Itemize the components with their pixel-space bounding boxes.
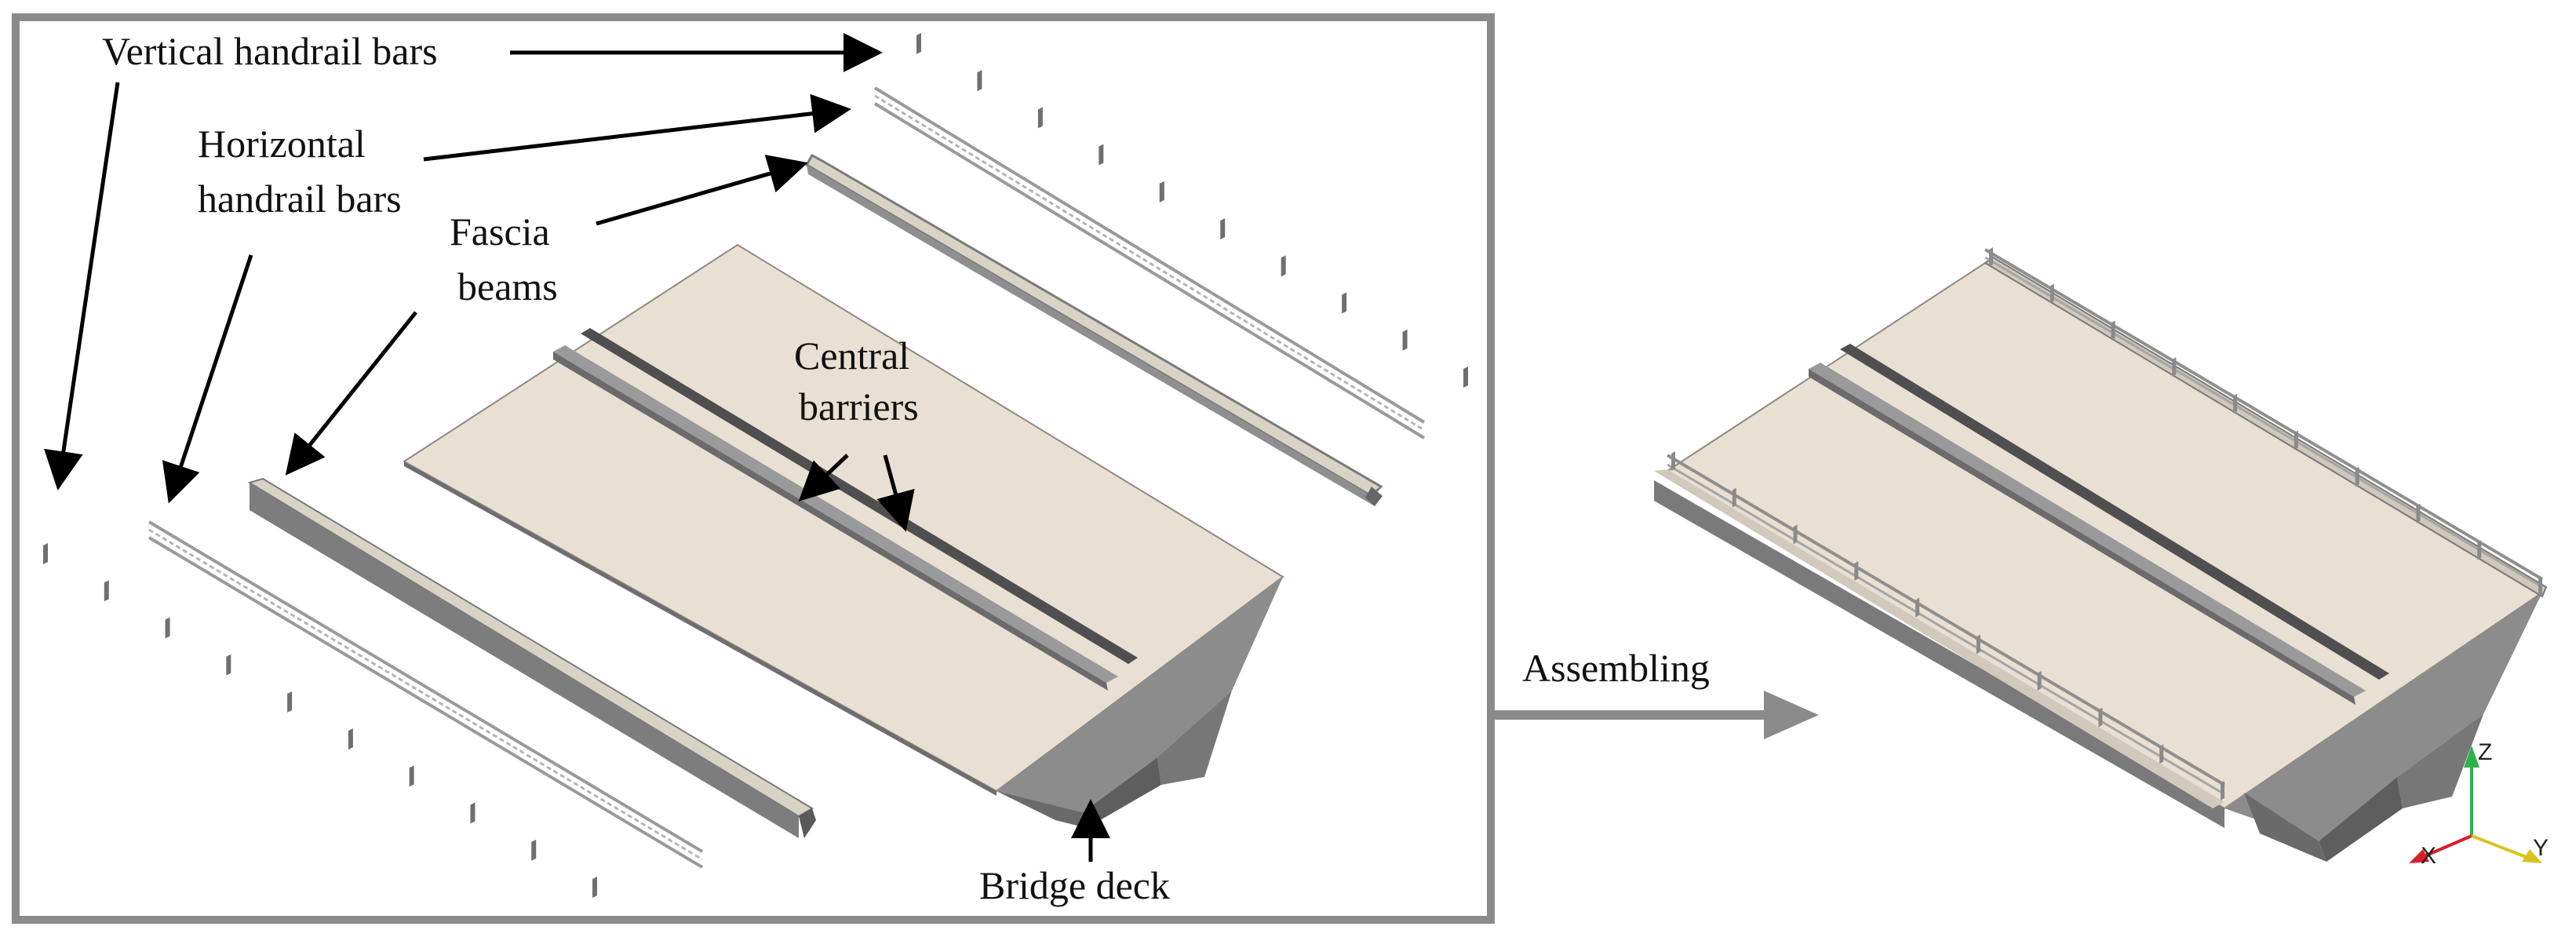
handrail-post bbox=[1793, 524, 1798, 545]
horizontal-handrail-bars-lower bbox=[148, 520, 704, 869]
handrail-post bbox=[592, 877, 597, 898]
handrail-post bbox=[2159, 744, 2164, 764]
handrail-post bbox=[2050, 283, 2054, 304]
arrow-fascia-lower bbox=[285, 311, 417, 476]
handrail-post bbox=[1037, 107, 1043, 129]
coordinate-axes bbox=[2409, 746, 2542, 863]
label-vertical-handrail-bars: Vertical handrail bars bbox=[102, 29, 438, 73]
label-horizontal-handrail-bars-line1: Horizontal bbox=[198, 122, 366, 166]
arrow-central-barrier-2 bbox=[876, 454, 915, 532]
handrail-post bbox=[1976, 634, 1980, 655]
exploded-view-frame bbox=[12, 13, 1495, 924]
handrail-post bbox=[2233, 393, 2238, 414]
handrail-post bbox=[287, 691, 293, 713]
fascia-beam-lower bbox=[247, 477, 816, 838]
handrail-post bbox=[2355, 467, 2359, 487]
handrail-post bbox=[1915, 597, 1920, 618]
handrail-post bbox=[1671, 451, 1675, 471]
handrail-post bbox=[1159, 181, 1164, 202]
handrail-post bbox=[43, 543, 48, 564]
handrail-post bbox=[2477, 540, 2482, 560]
vertical-handrail-bars-right bbox=[916, 33, 1468, 388]
label-fascia-beams-line1: Fascia bbox=[450, 210, 550, 253]
axis-label-z: Z bbox=[2478, 739, 2492, 765]
handrail-post bbox=[226, 654, 231, 676]
handrail-post bbox=[2416, 503, 2421, 523]
handrail-post bbox=[2221, 781, 2224, 801]
label-bridge-deck: Bridge deck bbox=[979, 863, 1170, 907]
handrail-post bbox=[1989, 247, 1993, 267]
handrail-post bbox=[2294, 430, 2298, 450]
arrow-horizontal-bars-upper bbox=[423, 93, 851, 162]
handrail-post bbox=[1402, 329, 1408, 351]
label-central-barriers-line2: barriers bbox=[799, 385, 919, 429]
label-central-barriers-line1: Central bbox=[794, 334, 909, 377]
handrail-post bbox=[916, 33, 921, 54]
handrail-post bbox=[470, 802, 475, 824]
vertical-handrail-bars-left bbox=[43, 543, 597, 898]
handrail-post bbox=[2538, 577, 2542, 596]
handrail-post bbox=[1854, 561, 1859, 581]
arrow-fascia-upper bbox=[596, 155, 808, 226]
handrail-post bbox=[1732, 487, 1736, 508]
handrail-post bbox=[1281, 255, 1286, 277]
assembling-arrow bbox=[1495, 691, 1819, 739]
handrail-post bbox=[2098, 707, 2103, 728]
horizontal-handrail-bars-upper bbox=[873, 86, 1426, 439]
label-fascia-beams-line2: beams bbox=[457, 264, 558, 308]
handrail-post bbox=[1463, 367, 1468, 388]
handrail-post bbox=[1220, 218, 1226, 240]
assembled-handrail-posts-upper bbox=[1989, 247, 2542, 596]
handrail-post bbox=[2172, 357, 2177, 377]
assembled-handrail-posts-lower bbox=[1671, 451, 2224, 801]
handrail-post bbox=[977, 70, 982, 92]
handrail-post bbox=[1099, 144, 1104, 166]
handrail-post bbox=[2111, 320, 2115, 341]
leader-arrows bbox=[44, 33, 1110, 862]
handrail-post bbox=[104, 580, 109, 602]
axis-label-y: Y bbox=[2533, 835, 2549, 861]
handrail-post bbox=[165, 617, 170, 639]
label-horizontal-handrail-bars-line2: handrail bars bbox=[198, 177, 402, 221]
handrail-post bbox=[2037, 671, 2042, 691]
assembled-bridge bbox=[1654, 248, 2548, 862]
label-assembling: Assembling bbox=[1522, 646, 1710, 690]
arrow-central-barrier-1 bbox=[798, 454, 849, 502]
bridge-deck-exploded bbox=[403, 243, 1284, 828]
axis-label-x: X bbox=[2421, 843, 2436, 869]
handrail-post bbox=[348, 728, 353, 750]
handrail-post bbox=[409, 765, 414, 787]
arrow-horizontal-bars-lower bbox=[162, 254, 253, 504]
handrail-post bbox=[1342, 292, 1347, 314]
arrow-vertical-bars-left bbox=[44, 82, 120, 491]
handrail-post bbox=[531, 839, 537, 861]
